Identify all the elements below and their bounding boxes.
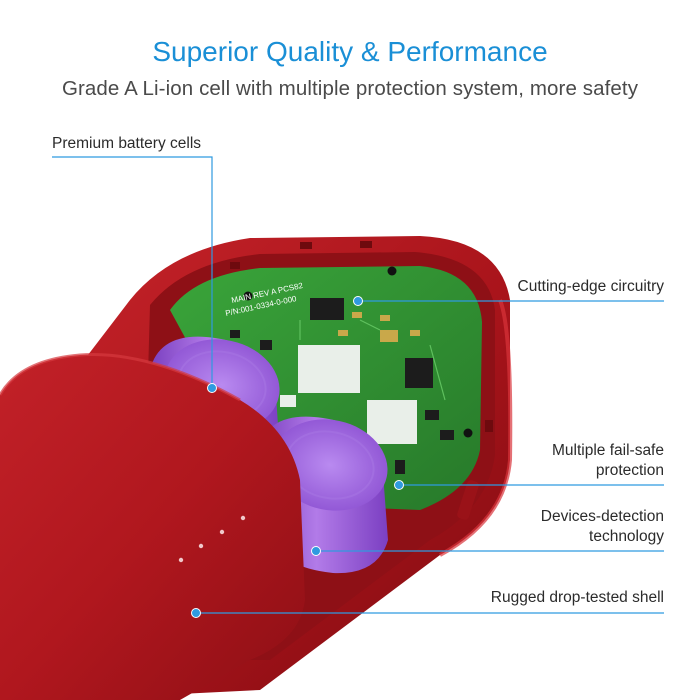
led-indicator-4 [178,557,184,563]
callout-premium-cells: Premium battery cells [52,135,202,152]
callout-lines [52,156,664,614]
callout-dots [191,296,404,618]
callout-dot-circuitry [353,296,363,306]
page-title: Superior Quality & Performance [152,36,548,67]
callout-shell: Rugged drop-tested shell [490,589,664,606]
callout-line-cells [52,156,213,388]
callout-dot-cells [207,383,217,393]
callout-dot-detection [311,546,321,556]
circuit-board: MAIN REV A PCS82 P/N:001-0334-0-000 [170,266,482,510]
shell-cover [0,353,305,700]
callout-failsafe-line1: Multiple fail-safe [552,442,664,459]
callout-dot-shell [191,608,201,618]
led-indicator-1 [240,515,246,521]
page-subtitle: Grade A Li-ion cell with multiple protec… [61,77,639,100]
callout-detection-line1: Devices-detection [540,508,664,525]
callout-failsafe-line2: protection [595,462,664,479]
callout-circuitry: Cutting-edge circuitry [517,278,664,295]
led-indicator-3 [198,543,204,549]
callout-detection-line2: technology [589,528,664,545]
callout-dot-failsafe [394,480,404,490]
led-indicator-2 [219,529,225,535]
